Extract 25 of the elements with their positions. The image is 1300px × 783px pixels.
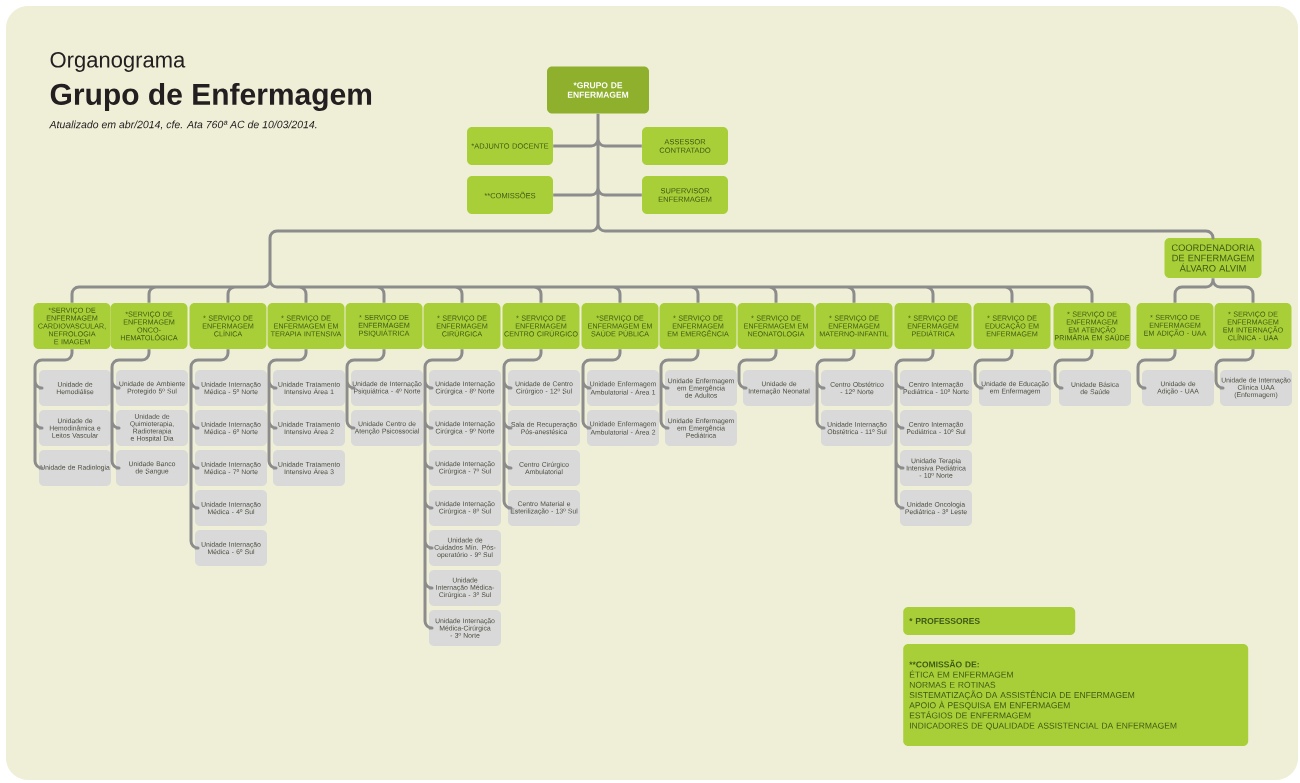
connector-line	[894, 347, 935, 510]
connector-line	[1053, 349, 1094, 390]
connector-line	[1214, 349, 1255, 390]
note-box: * PROFESSORES	[903, 607, 1076, 635]
connector-line	[267, 347, 308, 470]
connector-line	[1173, 276, 1255, 305]
connector-line	[581, 347, 622, 430]
note-box: **COMISSÃO DE: ÉTICA EM ENFERMAGEM NORMAS E ROTINAS SISTEMATIZAÇÃO DA ASSISTÊNCIA DE ENFERMAGEM APOIO À PESQUISA EM ENFERMAGEM ESTÁGIOS DE ENFERMAGEM INDICADORES DE QUALIDADE ASSISTENCIAL DA ENFERMAGEM	[903, 644, 1249, 746]
title: Grupo de Enfermagem	[50, 82, 372, 112]
connector-line	[33, 347, 74, 470]
connector-line	[110, 347, 151, 470]
head-box: *GRUPO DE ENFERMAGEM	[547, 66, 649, 114]
connector-line	[345, 347, 386, 430]
connector-line	[1136, 349, 1177, 390]
connector-line	[189, 347, 230, 550]
update-note: Atualizado em abr/2014, cfe. Ata 760ª AC de 10/03/2014.	[49, 120, 317, 130]
connector-line	[70, 112, 1215, 305]
connector-line	[973, 349, 1014, 390]
heading-text: Organograma	[50, 52, 186, 72]
connector-line	[815, 347, 856, 430]
connector-line	[659, 347, 700, 430]
connector-line	[737, 349, 778, 390]
connector-line	[502, 347, 543, 510]
connector-line	[423, 347, 464, 630]
coordination-box: COORDENADORIA DE ENFERMAGEM ÁLVARO ALVIM	[1164, 238, 1262, 278]
